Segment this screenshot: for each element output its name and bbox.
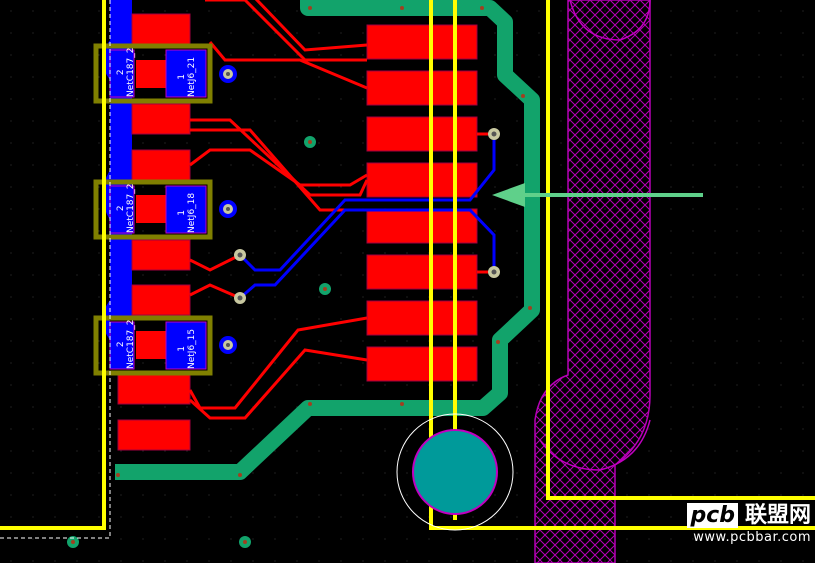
mounting-hole[interactable] xyxy=(396,413,514,531)
keepout-region xyxy=(534,0,651,563)
board-outline xyxy=(0,0,815,530)
bottom-copper-traces xyxy=(238,134,496,300)
annotation-arrow xyxy=(492,183,703,207)
watermark-url: www.pcbbar.com xyxy=(693,530,811,545)
capacitor-footprint-3[interactable] xyxy=(93,315,213,376)
capacitor-footprint-1[interactable] xyxy=(93,43,213,104)
board-edge-dashed xyxy=(0,0,111,539)
via-group[interactable] xyxy=(67,65,500,548)
ground-trace xyxy=(115,0,540,480)
capacitor-footprint-2[interactable] xyxy=(93,179,213,240)
ground-trace-points xyxy=(116,6,532,477)
